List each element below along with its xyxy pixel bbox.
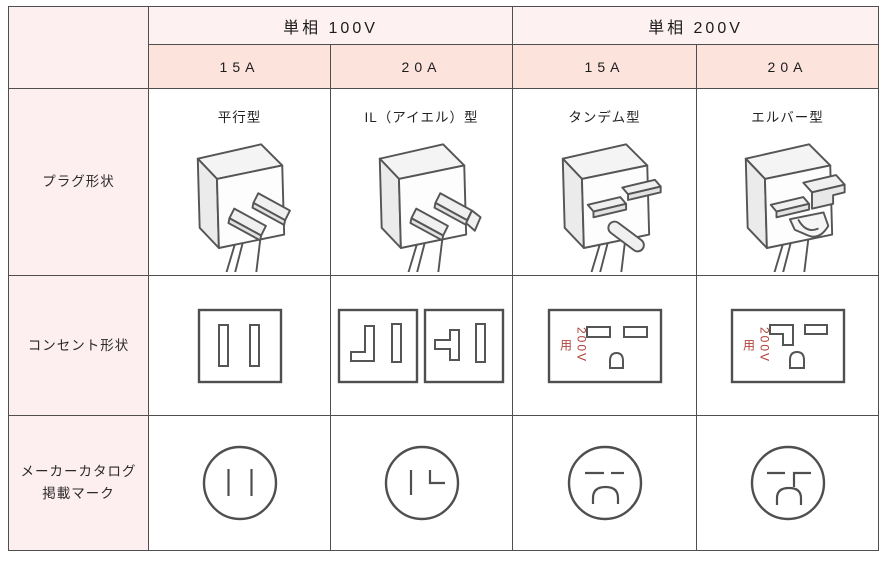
plug-outlet-spec-table: 単相 100V 単相 200V 15A 20A 15A 20A プラグ形状 平行… xyxy=(8,6,879,551)
header-amp-100v-20a: 20A xyxy=(330,44,513,89)
header-amp-200v-15a: 15A xyxy=(512,44,697,89)
cell-mark-parallel xyxy=(148,415,331,551)
cell-outlet-elbar: 200V用 xyxy=(696,275,879,416)
header-amp-200v-20a: 20A xyxy=(696,44,879,89)
row-label-catalog-mark: メーカーカタログ 掲載マーク xyxy=(8,415,149,551)
header-voltage-200v: 単相 200V xyxy=(512,6,879,45)
outlet-tandem-200v-icon xyxy=(547,308,662,383)
mark-parallel-icon xyxy=(202,445,277,521)
plug-type-label: 平行型 xyxy=(217,110,262,125)
outlet-elbar-200v-icon xyxy=(730,308,845,383)
plug-type-label: エルバー型 xyxy=(751,110,824,125)
plug-parallel-3d-icon xyxy=(196,143,291,272)
mark-elbar-icon xyxy=(750,445,825,521)
cell-plug-il: IL（アイエル）型 xyxy=(330,88,513,276)
row-label-plug-shape: プラグ形状 xyxy=(8,88,149,276)
cell-mark-il xyxy=(330,415,513,551)
mark-tandem-icon xyxy=(567,445,642,521)
header-amp-100v-15a: 15A xyxy=(148,44,331,89)
corner-cell xyxy=(8,6,149,89)
row-label-outlet-shape: コンセント形状 xyxy=(8,275,149,416)
plug-type-label: IL（アイエル）型 xyxy=(364,110,479,125)
cell-outlet-il xyxy=(330,275,513,416)
cell-plug-elbar: エルバー型 xyxy=(696,88,879,276)
voltage-note-label: 200V用 xyxy=(741,327,772,364)
plug-il-3d-icon xyxy=(378,143,482,272)
cell-outlet-parallel xyxy=(148,275,331,416)
outlet-il-double-icon xyxy=(337,308,504,383)
header-voltage-100v: 単相 100V xyxy=(148,6,513,45)
cell-mark-tandem xyxy=(512,415,697,551)
mark-il-icon xyxy=(384,445,459,521)
cell-plug-tandem: タンデム型 xyxy=(512,88,697,276)
plug-type-label: タンデム型 xyxy=(568,110,641,125)
plug-tandem-3d-icon xyxy=(561,143,662,272)
plug-elbar-3d-icon xyxy=(744,143,846,272)
cell-mark-elbar xyxy=(696,415,879,551)
cell-outlet-tandem: 200V用 xyxy=(512,275,697,416)
cell-plug-parallel: 平行型 xyxy=(148,88,331,276)
voltage-note-label: 200V用 xyxy=(558,327,589,364)
outlet-parallel-icon xyxy=(197,308,282,383)
